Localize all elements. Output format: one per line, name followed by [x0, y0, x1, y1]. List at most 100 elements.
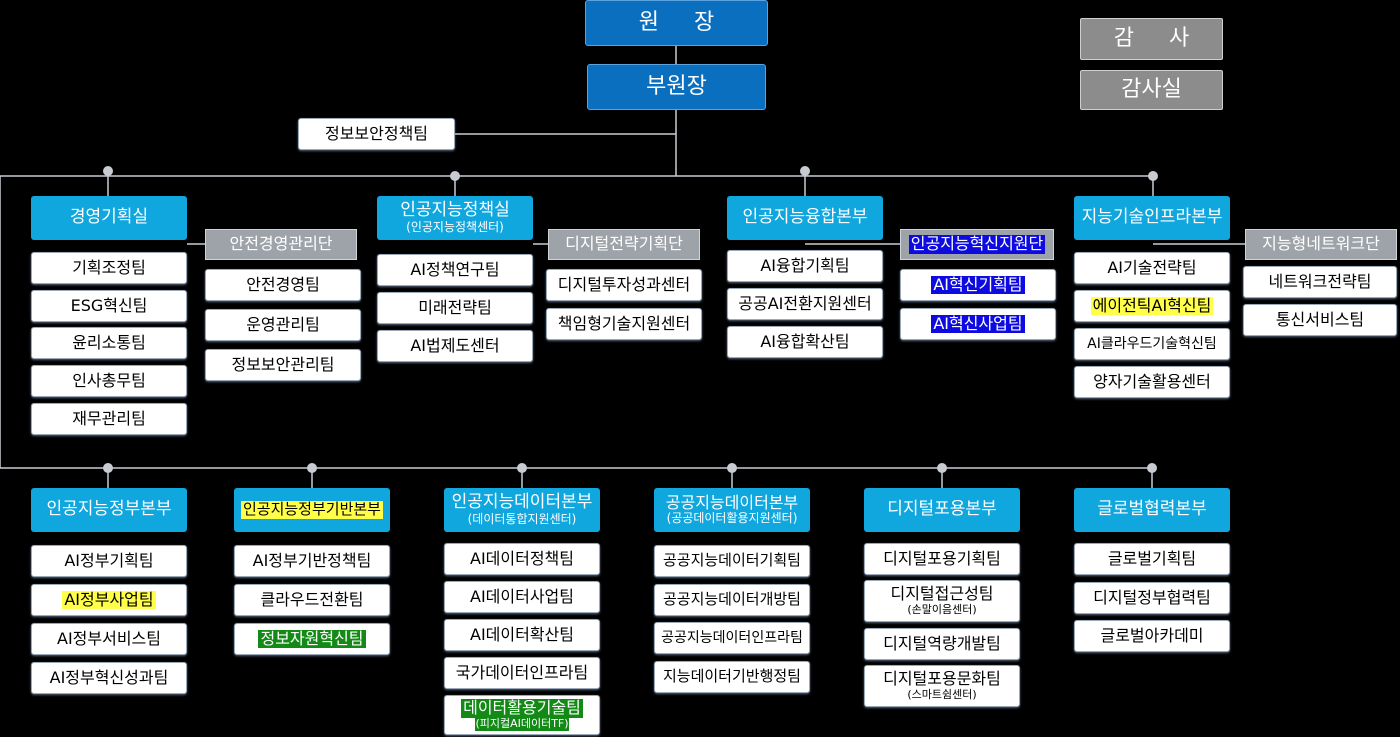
team-label: AI혁신사업팀: [931, 313, 1025, 334]
team-box: AI정책연구팀: [377, 254, 533, 286]
connector-dot: [450, 171, 460, 181]
sub-division-head: 디지털전략기획단: [548, 229, 700, 260]
team-label: 지능데이터기반행정팀: [662, 667, 801, 686]
team-box: AI클라우드기술혁신팀: [1074, 328, 1230, 360]
team-box: 공공지능데이터인프라팀: [654, 622, 810, 654]
team-label: 디지털정부협력팀: [1093, 587, 1211, 607]
team-label: AI기술전략팀: [1107, 257, 1197, 277]
team-label: 공공지능데이터기획팀: [662, 551, 801, 570]
team-label: 운영관리팀: [246, 314, 320, 334]
sub-division-label: 인공지능혁신지원단: [908, 234, 1046, 254]
team-box: 기획조정팀: [31, 252, 187, 284]
audit-box: 감 사: [1080, 18, 1223, 60]
dept-head-label: 인공지능정부본부: [46, 499, 172, 520]
team-box: 안전경영팀: [205, 269, 361, 301]
dept-head: 인공지능융합본부: [727, 196, 883, 240]
team-box: AI융합확산팀: [727, 326, 883, 358]
team-label: 인사총무팀: [72, 370, 146, 390]
dept-head-label: 인공지능정책실: [400, 200, 510, 221]
team-box: 윤리소통팀: [31, 327, 187, 359]
team-label: 데이터활용기술팀: [461, 698, 583, 718]
team-label: 공공AI전환지원센터: [738, 293, 872, 313]
sub-division-label: 디지털전략기획단: [565, 234, 683, 254]
team-label: 기획조정팀: [72, 257, 146, 277]
team-label: 디지털포용기획팀: [883, 548, 1001, 568]
team-label: 재무관리팀: [72, 408, 146, 428]
dept-head: 인공지능정책실(인공지능정책센터): [377, 196, 533, 240]
team-box: AI정부기획팀: [31, 545, 187, 577]
team-label: 윤리소통팀: [72, 332, 146, 352]
team-label: AI클라우드기술혁신팀: [1087, 335, 1217, 352]
team-box: 국가데이터인프라팀: [444, 657, 600, 689]
team-box: AI혁신사업팀: [900, 308, 1056, 340]
team-label: AI정부혁신성과팀: [49, 667, 169, 687]
team-box: AI정부혁신성과팀: [31, 662, 187, 694]
team-sublabel: (스마트쉼센터): [907, 687, 977, 701]
team-label: AI정부사업팀: [62, 589, 156, 610]
team-box: AI정부기반정책팀: [234, 545, 390, 577]
team-box: 책임형기술지원센터: [546, 308, 702, 340]
team-label: 정보자원혁신팀: [258, 628, 366, 649]
dept-head-sublabel: (인공지능정책센터): [406, 219, 504, 234]
team-box: 공공지능데이터개방팀: [654, 584, 810, 616]
team-box: 디지털투자성과센터: [546, 269, 702, 301]
team-box: 공공지능데이터기획팀: [654, 545, 810, 577]
team-box: AI융합기획팀: [727, 250, 883, 282]
team-box: 데이터활용기술팀(피지컬AI데이터TF): [444, 695, 600, 735]
dept-head: 지능기술인프라본부: [1074, 196, 1230, 240]
connector-dot: [103, 166, 113, 176]
team-label: AI정부기획팀: [64, 550, 154, 570]
team-box: AI기술전략팀: [1074, 252, 1230, 284]
team-label: 디지털투자성과센터: [557, 274, 691, 294]
team-label: ESG혁신팀: [70, 295, 148, 315]
team-box: 통신서비스팀: [1243, 304, 1397, 336]
team-label: 국가데이터인프라팀: [455, 662, 589, 682]
team-label: AI데이터정책팀: [470, 548, 574, 568]
team-label: 디지털접근성팀: [890, 584, 994, 604]
team-box: 클라우드전환팀: [234, 584, 390, 616]
team-label: AI데이터확산팀: [470, 624, 574, 644]
team-label: 양자기술활용센터: [1093, 371, 1211, 391]
director-label: 원 장: [638, 10, 729, 36]
team-box: 양자기술활용센터: [1074, 366, 1230, 398]
deputy-director-label: 부원장: [646, 74, 707, 100]
team-label: 디지털역량개발팀: [883, 633, 1001, 653]
team-box: AI데이터정책팀: [444, 543, 600, 575]
team-label: AI정책연구팀: [410, 259, 500, 279]
team-label: 미래전략팀: [418, 297, 492, 317]
dept-head-label: 인공지능융합본부: [742, 207, 868, 228]
dept-head-label: 지능기술인프라본부: [1081, 207, 1223, 228]
team-label: AI혁신기획팀: [931, 274, 1025, 295]
connector-dot: [517, 463, 527, 473]
director-box: 원 장: [585, 0, 768, 46]
dept-head: 인공지능데이터본부(데이터통합지원센터): [444, 488, 600, 532]
team-box: AI데이터사업팀: [444, 581, 600, 613]
team-box: 디지털역량개발팀: [864, 628, 1020, 660]
dept-head: 디지털포용본부: [864, 488, 1020, 532]
team-box: AI혁신기획팀: [900, 269, 1056, 301]
team-box: 정보보안관리팀: [205, 349, 361, 381]
team-box: 재무관리팀: [31, 403, 187, 435]
info-security-policy-label: 정보보안정책팀: [324, 123, 429, 143]
team-sublabel: (피지컬AI데이터TF): [475, 716, 569, 731]
team-box: 지능데이터기반행정팀: [654, 661, 810, 693]
dept-head-label: 디지털포용본부: [887, 499, 997, 520]
team-box: 인사총무팀: [31, 365, 187, 397]
connector-dot: [727, 463, 737, 473]
dept-head: 인공지능정부기반본부: [234, 488, 390, 532]
team-label: 네트워크전략팀: [1268, 271, 1372, 291]
sub-division-label: 지능형네트워크단: [1262, 234, 1380, 254]
team-label: 안전경영팀: [246, 274, 320, 294]
team-label: 정보보안관리팀: [231, 354, 335, 374]
team-label: AI데이터사업팀: [470, 586, 574, 606]
dept-head: 공공지능데이터본부(공공데이터활용지원센터): [654, 488, 810, 532]
team-label: AI융합확산팀: [760, 331, 850, 351]
dept-head: 글로벌협력본부: [1074, 488, 1230, 532]
connector-dot: [937, 463, 947, 473]
team-box: 운영관리팀: [205, 309, 361, 341]
team-box: 에이전틱AI혁신팀: [1074, 290, 1230, 322]
dept-head-label: 경영기획실: [69, 207, 149, 228]
dept-head-label: 인공지능데이터본부: [451, 492, 593, 513]
sub-division-head: 지능형네트워크단: [1245, 229, 1397, 260]
